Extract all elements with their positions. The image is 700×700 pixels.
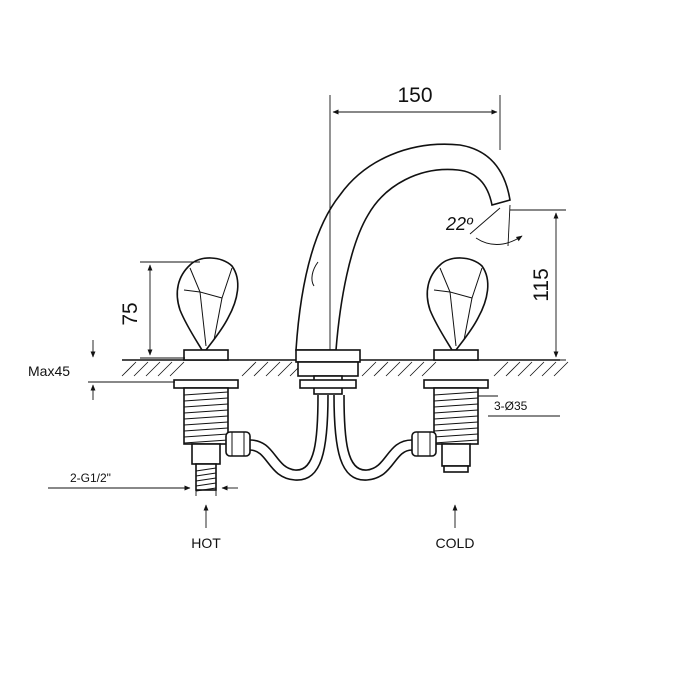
dimension-angle: 22º (445, 204, 523, 247)
spout-height-label: 115 (530, 268, 553, 301)
thread-label: 2-G1/2" (70, 471, 111, 485)
cold-handle-base (433, 349, 479, 361)
dimension-thread: 2-G1/2" (48, 470, 238, 496)
spout-shank (297, 361, 359, 395)
cold-label: COLD (436, 535, 475, 551)
cold-valve-body (423, 379, 489, 473)
hot-hose-nut (225, 431, 251, 457)
max-deck-label: Max45 (28, 363, 70, 379)
hot-handle (176, 257, 239, 361)
dimension-75: 75 (119, 261, 200, 359)
spout-angle-label: 22º (445, 214, 474, 234)
dimension-150: 150 (329, 84, 501, 350)
cold-indicator: COLD (436, 504, 475, 551)
hot-valve-body (173, 379, 239, 492)
spout-base (295, 349, 361, 363)
spout-reach-label: 150 (397, 84, 432, 107)
dimension-115: 115 (510, 209, 566, 361)
dimension-hole: 3-Ø35 (478, 395, 560, 417)
hot-indicator: HOT (191, 504, 221, 551)
dimension-max45: Max45 (28, 340, 175, 400)
hot-label: HOT (191, 535, 221, 551)
spout (295, 143, 511, 363)
cold-handle (426, 257, 489, 361)
hot-handle-base (183, 349, 229, 361)
hole-diameter-label: 3-Ø35 (494, 399, 528, 413)
handle-height-label: 75 (119, 302, 142, 325)
cold-hose-nut (411, 431, 437, 457)
hoses (225, 394, 437, 481)
